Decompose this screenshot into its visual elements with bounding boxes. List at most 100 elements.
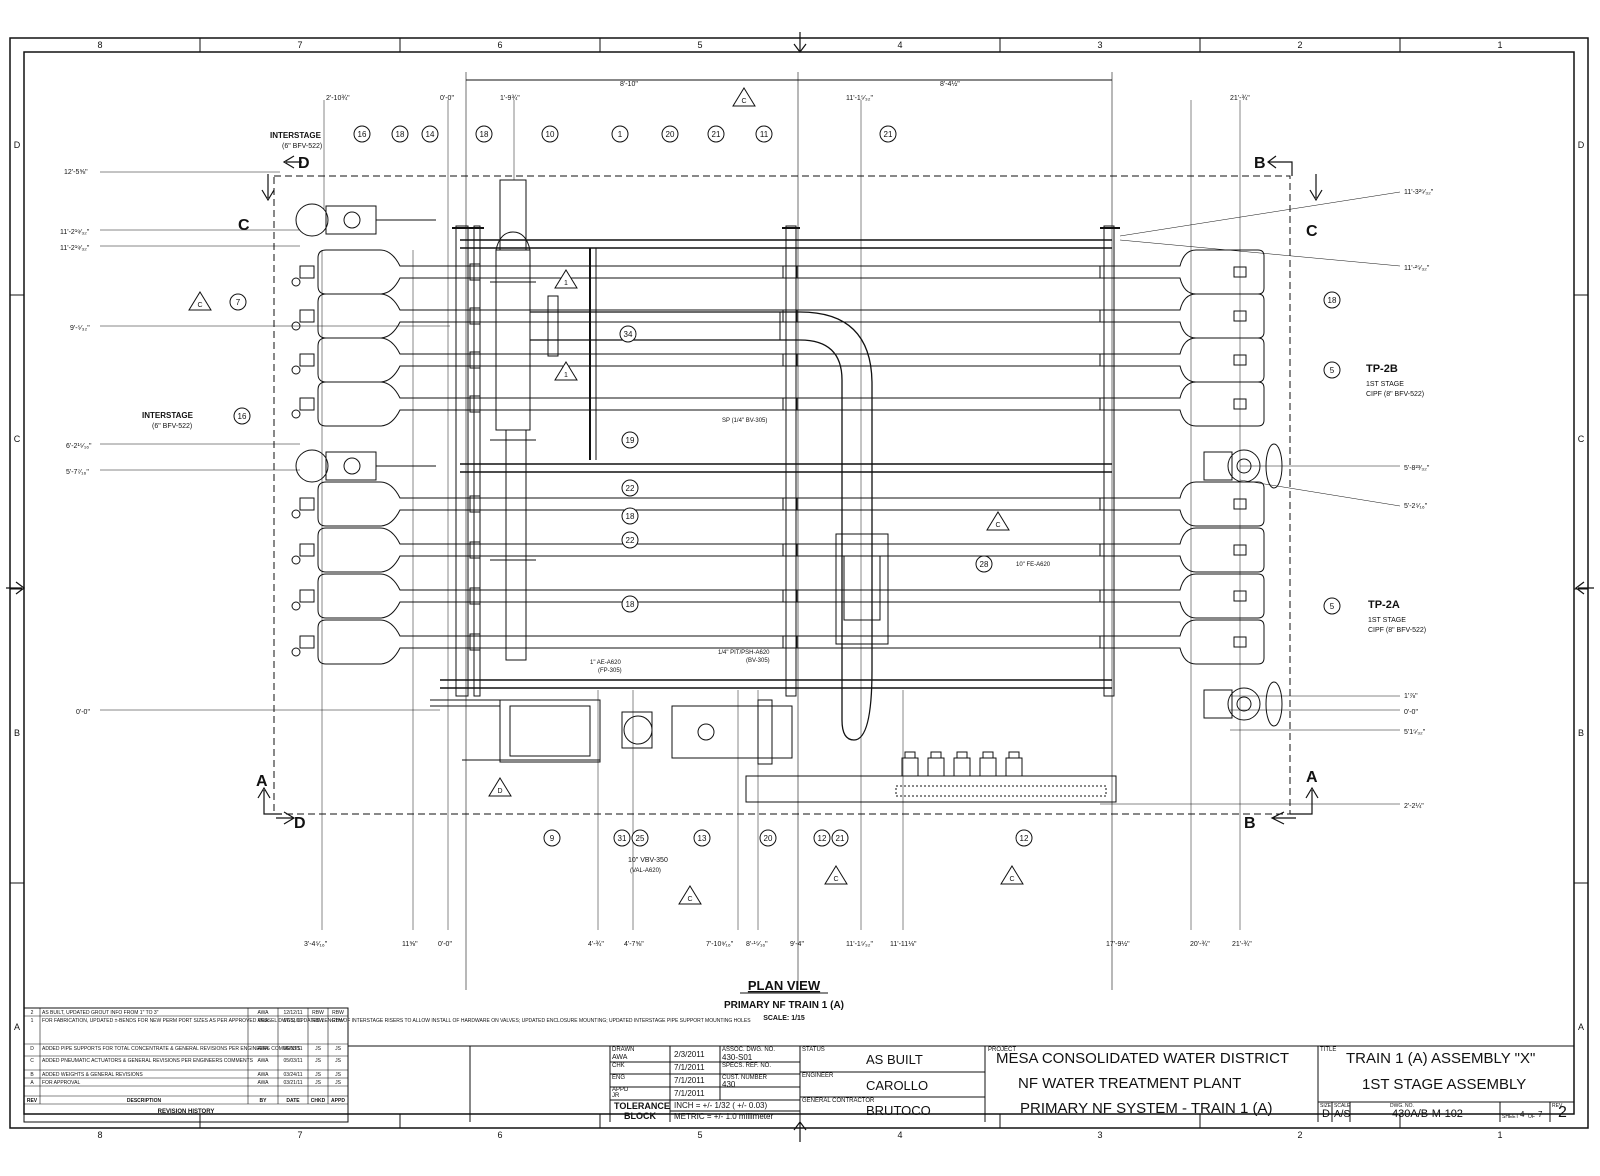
revision-cell-appd: JS [335,1072,342,1078]
revision-cell-appd: JS [335,1080,342,1086]
balloon-number-n7: 7 [236,298,241,307]
revision-cell-appd: JS [335,1058,342,1064]
revision-triangle-letter: C [687,896,692,903]
scale-label: SCALE [1334,1103,1351,1109]
revision-cell-chkd: JS [315,1080,322,1086]
revision-cell-by: AWA [257,1010,269,1016]
border-column-label: 7 [297,1130,302,1140]
revision-cell-date: 07/11/11 [284,1018,303,1024]
balloon-n9 [543,829,561,847]
project-line-3: PRIMARY NF SYSTEM - TRAIN 1 (A) [1020,1100,1273,1117]
block-label: BLOCK [624,1111,656,1121]
border-column-label: 3 [1097,40,1102,50]
revision-cell-rev: 2 [31,1010,34,1016]
balloon-number-n9: 9 [550,834,555,843]
balloon-number-n20a: 20 [666,130,675,139]
assoc-value: 430-S01 [722,1053,753,1062]
balloon-n12b [1015,829,1033,847]
outer-border [9,37,1589,1129]
dimension-b1: 3'-4⁵⁄₁₆" [304,941,328,948]
dimension-r4: 5'-2⁵⁄₁₆" [1404,503,1428,510]
revision-header-chkd: CHKD [311,1098,326,1104]
balloon-n14 [421,125,439,143]
balloon-number-n21a: 21 [712,130,721,139]
dwg-label: DWG. NO. [1390,1103,1414,1109]
border-column-label: 5 [697,1130,702,1140]
dimension-t4: 11'-1⁵⁄₃₂" [846,95,873,102]
revision-triangle [188,291,212,311]
balloon-number-n22b: 22 [626,536,635,545]
drawn-label: DRAWN [612,1047,635,1053]
border-row-label: A [1578,1022,1584,1032]
balloon-number-n18c: 18 [626,512,635,521]
dimension-b10: 11'-11⅛" [890,941,917,948]
border-column-label: 5 [697,40,702,50]
revision-cell-by: AWA [257,1080,269,1086]
title-line-1: TRAIN 1 (A) ASSEMBLY "X" [1346,1050,1536,1067]
appd-date: 7/1/2011 [674,1089,705,1098]
border-column-label: 6 [497,1130,502,1140]
of-label: OF [1528,1114,1535,1120]
balloon-n22b [621,531,639,549]
revision-triangle-letter: 1 [564,280,568,287]
dimension-l4: 9'-⁵⁄₃₂" [70,325,90,332]
chk-label: CHK [612,1063,625,1069]
balloon-number-n10: 10 [546,130,555,139]
balloon-n18d [621,595,639,613]
eng-date: 7/1/2011 [674,1076,705,1085]
balloon-n21c [831,829,849,847]
revision-triangle-letter: 1 [564,372,568,379]
revision-triangle-letter: C [1009,876,1014,883]
status-label: STATUS [802,1047,825,1053]
balloon-n7 [229,293,247,311]
tp2b-label: TP-2B [1366,363,1398,375]
balloon-number-n18e: 18 [1328,296,1337,305]
balloon-n18b [475,125,493,143]
interstage-top-sub: (6" BFV-522) [282,143,322,150]
tp2b-line1: 1ST STAGE [1366,381,1404,388]
dimension-b4: 4'-¾" [588,941,604,948]
border-column-label: 6 [497,40,502,50]
dimension-t1: 2'-10¾" [326,95,350,102]
dimension-b2: 11⅝" [402,941,418,948]
revision-header-by: BY [260,1098,268,1104]
balloon-n5b [1323,597,1341,615]
dimension-t5: 21'-¾" [1230,95,1250,102]
balloon-n18c [621,507,639,525]
dimension-l3: 11'-2¹⁹⁄₃₂" [60,245,90,252]
eng-label: ENG [612,1075,626,1081]
dimension-texts: 8'-10"8'-4½"2'-10¾"0'-0"1'-9¾"11'-1⁵⁄₃₂"… [60,80,1434,948]
pit-label: 1/4" PIT/PSH-A620 [718,650,770,656]
revision-triangle [554,361,578,381]
revision-cell-date: 06/03/11 [283,1046,302,1052]
vbv-label: 10" VBV-350 [628,857,668,864]
balloon-number-n5a: 5 [1330,366,1335,375]
revision-cell-rev: B [30,1072,34,1078]
revision-header-appd: APPD [331,1098,345,1104]
callouts: INTERSTAGE (6" BFV-522) INTERSTAGE (6" B… [142,131,1426,874]
engineer-label: ENGINEER [802,1073,834,1079]
section-a-right: A [1306,769,1318,786]
revision-cell-chkd: JS [315,1072,322,1078]
balloon-number-n21b: 21 [884,130,893,139]
rev-value: 2 [1558,1104,1567,1121]
dimension-b12: 20'-¾" [1190,941,1210,948]
assoc-label: ASSOC. DWG. NO. [722,1047,776,1053]
dimension-l1: 12'-5⅝" [64,169,88,176]
border-column-label: 2 [1297,40,1302,50]
project-line-2: NF WATER TREATMENT PLANT [1018,1075,1242,1092]
revision-cell-date: 12/12/11 [283,1010,302,1016]
section-a-left: A [256,773,268,790]
tol-inch: INCH = +/- 1/32 ( +/- 0.03) [674,1101,768,1110]
revision-triangle [986,511,1010,531]
balloon-number-n18d: 18 [626,600,635,609]
revision-cell-chkd: RBW [312,1010,324,1016]
dimension-b3: 0'-0" [438,941,452,948]
balloon-n18e [1323,291,1341,309]
section-letters: D C B C A D A B [238,155,1318,832]
revision-cell-desc: ADDED PIPE SUPPORTS FOR TOTAL CONCENTRAT… [42,1046,301,1052]
balloon-number-n21c: 21 [836,834,845,843]
revision-cell-by: AWA [257,1058,269,1064]
